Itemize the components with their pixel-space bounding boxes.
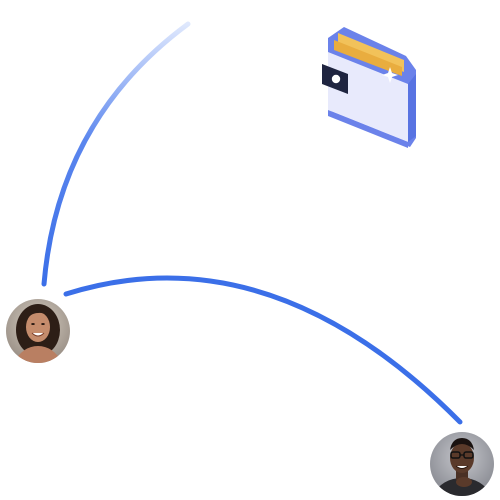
upper-connection-arc bbox=[41, 21, 191, 287]
wallet-icon bbox=[322, 27, 416, 148]
wallet-clasp-icon bbox=[331, 74, 341, 84]
lower-connection-arc bbox=[63, 275, 463, 425]
avatar-man bbox=[430, 432, 494, 496]
sparkle-icon bbox=[382, 67, 398, 83]
avatar-woman bbox=[6, 299, 70, 363]
